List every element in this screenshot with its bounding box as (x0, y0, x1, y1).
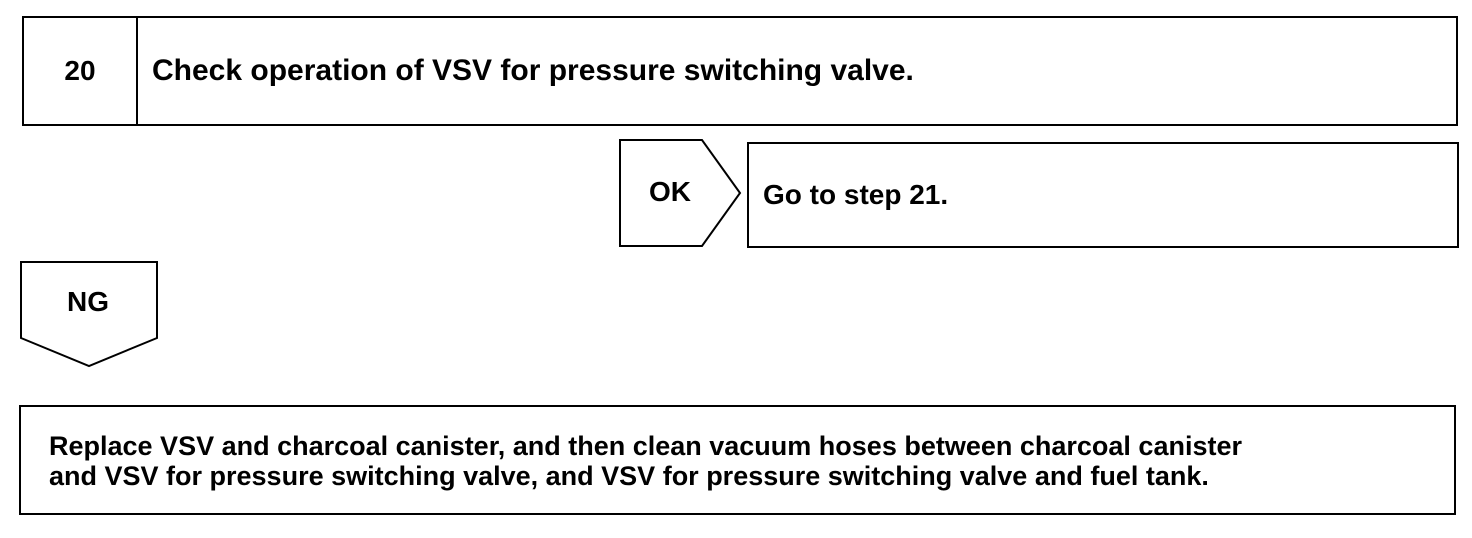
ng-result-box: Replace VSV and charcoal canister, and t… (19, 405, 1456, 515)
ok-arrow-shape (619, 139, 742, 247)
ng-result-line-1: Replace VSV and charcoal canister, and t… (49, 431, 1242, 461)
ng-label: NG (67, 286, 109, 317)
ok-label: OK (649, 176, 691, 207)
ng-result-line-2: and VSV for pressure switching valve, an… (49, 461, 1209, 491)
ng-arrow-shape (20, 261, 158, 368)
ok-result-text: Go to step 21. (763, 179, 949, 210)
ok-result-box: Go to step 21. (747, 142, 1459, 248)
step-number: 20 (24, 18, 138, 124)
step-header-box: 20 Check operation of VSV for pressure s… (22, 16, 1458, 126)
step-title: Check operation of VSV for pressure swit… (152, 54, 914, 87)
ng-result-text: Replace VSV and charcoal canister, and t… (49, 431, 1434, 491)
